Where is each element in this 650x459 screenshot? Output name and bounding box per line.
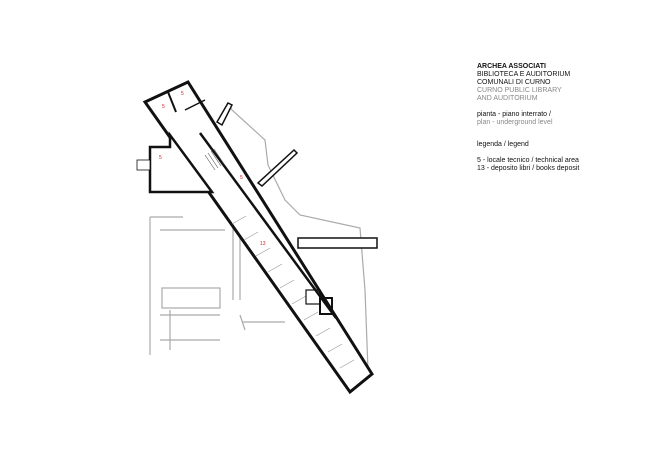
legend-title: legenda / legend [477, 141, 529, 148]
plan-title-en: plan - underground level [477, 119, 553, 126]
room-labels: 5 5 5 5 13 [159, 91, 266, 247]
legend-item: 5 - locale tecnico / technical area [477, 157, 579, 164]
title-block: ARCHEA ASSOCIATI BIBLIOTECA E AUDITORIUM… [477, 63, 579, 173]
room-label: 5 [240, 175, 243, 181]
room-label: 5 [162, 104, 165, 110]
plan-title-it: pianta - piano interrato / [477, 111, 551, 118]
main-building [136, 80, 378, 395]
legend-item: 13 - deposito libri / books deposit [477, 165, 580, 172]
project-title-it: BIBLIOTECA E AUDITORIUM [477, 71, 571, 78]
project-title-it: COMUNALI DI CURNO [477, 79, 551, 86]
room-label: 5 [181, 91, 184, 97]
firm-name: ARCHEA ASSOCIATI [477, 63, 546, 70]
project-title-en: AND AUDITORIUM [477, 95, 538, 102]
project-title-en: CURNO PUBLIC LIBRARY [477, 87, 562, 94]
room-label: 13 [260, 241, 266, 247]
room-label: 5 [159, 155, 162, 161]
